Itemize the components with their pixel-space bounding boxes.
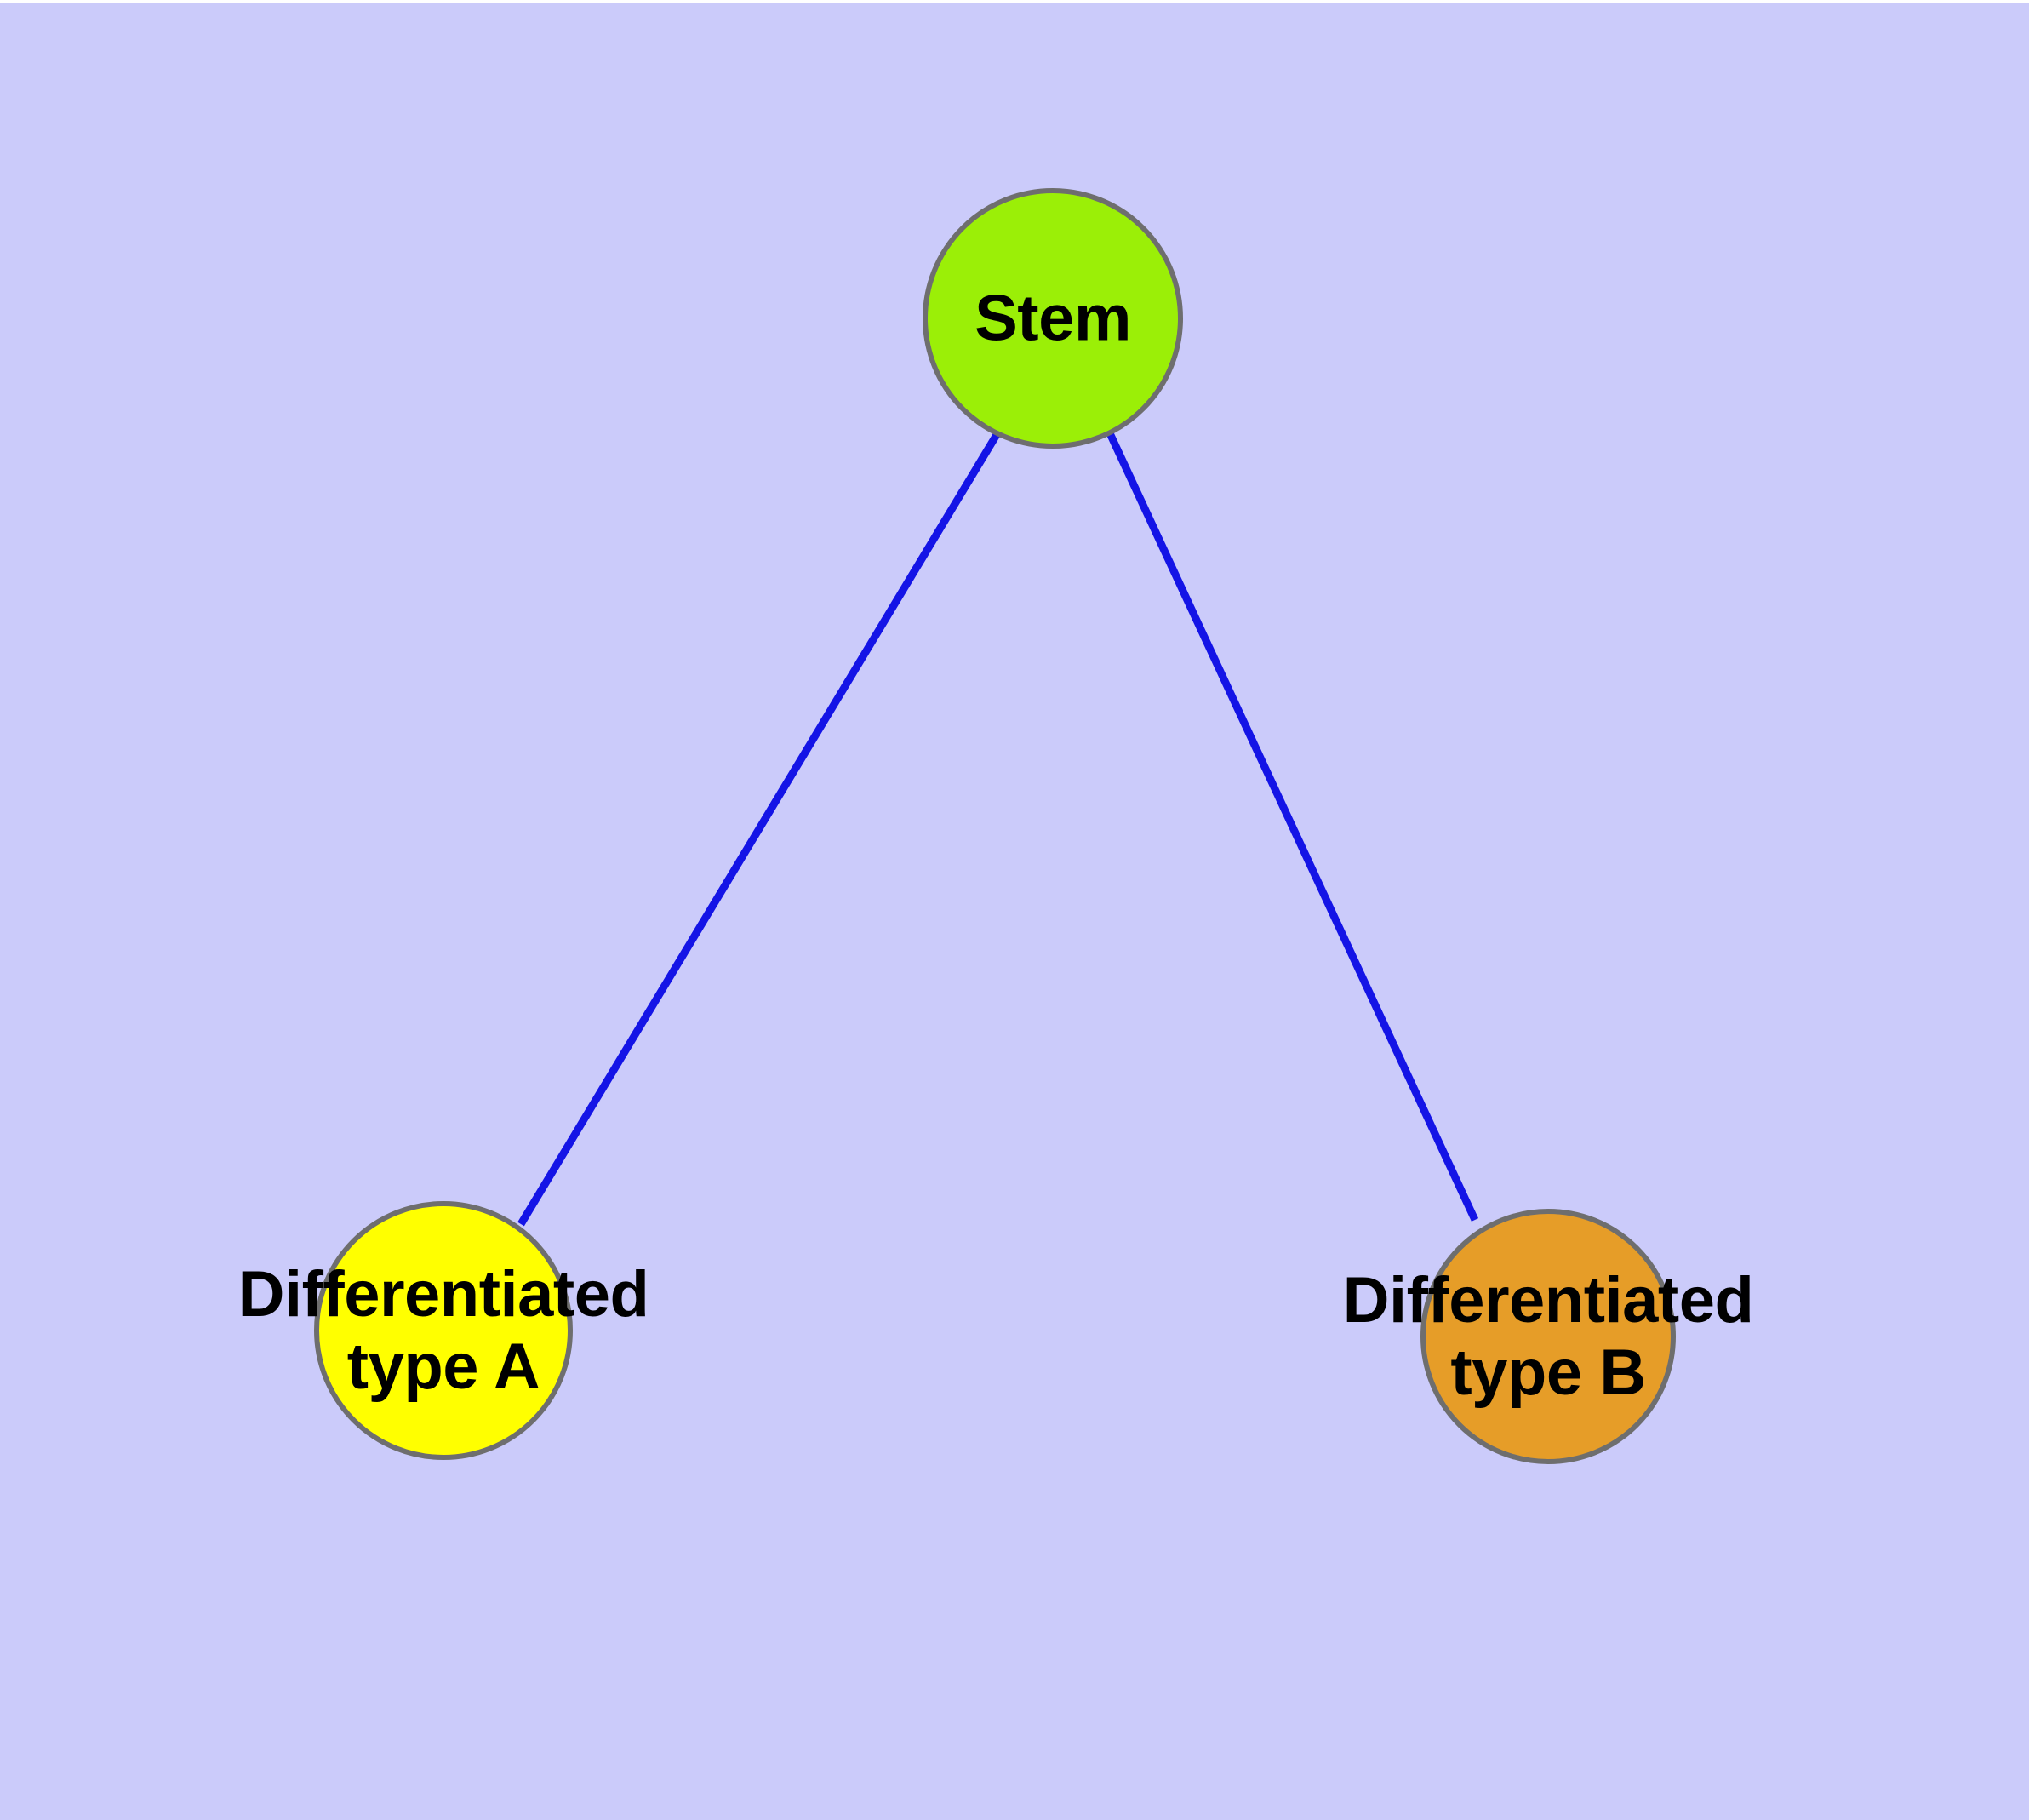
edge-stem-to-differentiated-type-a (517, 431, 1001, 1227)
edge-stem-to-differentiated-type-b (1106, 432, 1479, 1222)
node-layer (314, 188, 1676, 1464)
top-edge-strip (0, 0, 2029, 3)
node-circle-differentiated-type-a[interactable] (314, 1201, 573, 1460)
edge-layer (517, 431, 1479, 1227)
node-circle-stem[interactable] (923, 188, 1183, 449)
node-circle-differentiated-type-b[interactable] (1420, 1209, 1676, 1464)
